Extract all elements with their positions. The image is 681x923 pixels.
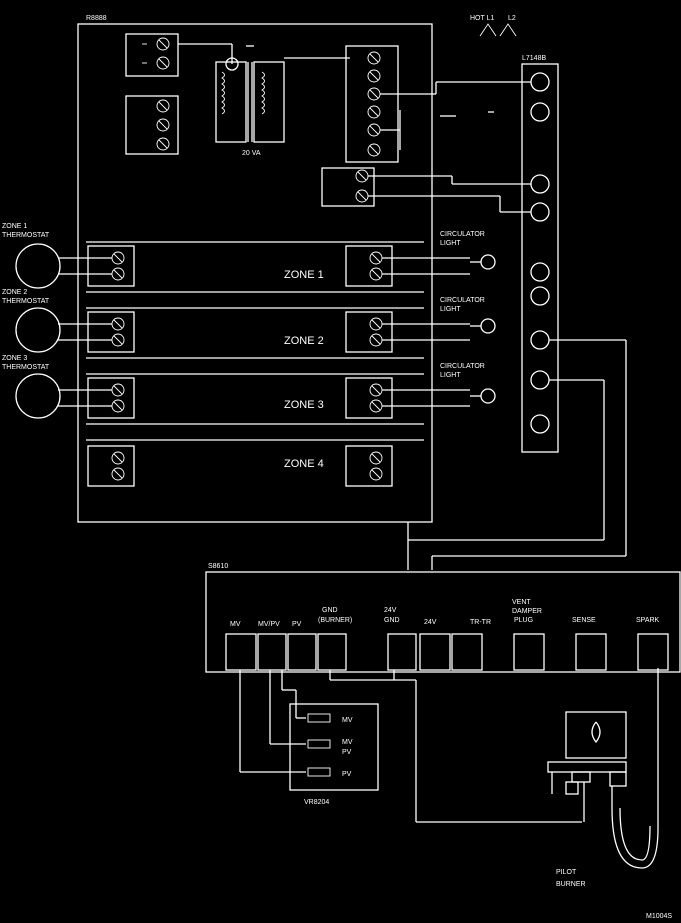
zone-row-4: ZONE 4 (86, 439, 424, 487)
circulator-1-label: CIRCULATOR (440, 231, 485, 238)
mvpv-terminal-label: MV/PV (258, 621, 280, 628)
zone-row-3: ZONE 3 (86, 373, 424, 425)
zone-3-thermostat-label: ZONE 3 (2, 355, 27, 362)
ignition-module-label: S8610 (208, 563, 228, 570)
l2-label: L2 (508, 15, 516, 22)
control-wiring (407, 380, 626, 570)
vent-damper-label: VENT (512, 599, 531, 606)
thermostat-terminal-block (321, 167, 432, 207)
power-terminal-block (125, 33, 179, 77)
gas-valve: MV MV PV PV VR8204 (289, 703, 379, 806)
hot-l1-label: HOT L1 (470, 15, 494, 22)
mv-terminal-label: MV (230, 621, 241, 628)
gnd-terminal-sublabel: (BURNER) (318, 617, 352, 624)
zone-1-label: ZONE 1 (284, 269, 324, 281)
pv-terminal-label: PV (292, 621, 302, 628)
valve-mvpv-label: MV (342, 739, 353, 746)
valve-mv-label: MV (342, 717, 353, 724)
circulator-light-1: CIRCULATOR LIGHT (382, 231, 496, 275)
gas-valve-label: VR8204 (304, 799, 329, 806)
aux-terminal-block (125, 95, 179, 155)
gas-valve-wiring (239, 670, 582, 823)
zone-2-label: ZONE 2 (284, 335, 324, 347)
zone-3-thermostat-sublabel: THERMOSTAT (2, 364, 50, 371)
valve-pv-label: PV (342, 771, 352, 778)
zone-4-label: ZONE 4 (284, 458, 324, 470)
24v-gnd-terminal-label: 24V (384, 607, 397, 614)
power-supply-symbol: HOT L1 L2 (470, 15, 517, 37)
zone-3-label: ZONE 3 (284, 399, 324, 411)
drawing-number: M1004S (646, 913, 672, 920)
zone-2-thermostat-sublabel: THERMOSTAT (2, 298, 50, 305)
circulator-light-3: CIRCULATOR LIGHT (382, 363, 496, 407)
pilot-burner-sublabel: BURNER (556, 881, 586, 888)
circulator-2-sublabel: LIGHT (440, 306, 461, 313)
sense-terminal-label: SENSE (572, 617, 596, 624)
zone-control-panel: R8888 20 VA (77, 15, 433, 523)
gnd-terminal-label: GND (322, 607, 338, 614)
zone-1-thermostat-sublabel: THERMOSTAT (2, 232, 50, 239)
aquastat-label: L7148B (522, 55, 546, 62)
transformer: 20 VA (178, 43, 350, 157)
circulator-light-2: CIRCULATOR LIGHT (382, 297, 496, 341)
circulator-2-label: CIRCULATOR (440, 297, 485, 304)
vent-damper-sublabel: DAMPER (512, 608, 542, 615)
24v-gnd-terminal-sublabel: GND (384, 617, 400, 624)
ignition-module: S8610 MV MV/PV PV GND (BURNER) 24V GND 2… (205, 563, 681, 673)
pilot-burner-label: PILOT (556, 869, 577, 876)
circulator-3-sublabel: LIGHT (440, 372, 461, 379)
vent-damper-sublabel-2: PLUG (514, 617, 533, 624)
tr-terminal-label: TR-TR (470, 619, 491, 626)
24v-terminal-label: 24V (424, 619, 437, 626)
zone-3-thermostat: ZONE 3 THERMOSTAT (2, 355, 112, 419)
zone-1-thermostat: ZONE 1 THERMOSTAT (2, 223, 112, 289)
circulator-3-label: CIRCULATOR (440, 363, 485, 370)
terminal-strip-top (345, 45, 432, 163)
transformer-label: 20 VA (242, 150, 261, 157)
pilot-burner: PILOT BURNER (547, 668, 659, 888)
valve-mvpv-sublabel: PV (342, 749, 352, 756)
zone-2-thermostat-label: ZONE 2 (2, 289, 27, 296)
zone-2-thermostat: ZONE 2 THERMOSTAT (2, 289, 112, 353)
spark-terminal-label: SPARK (636, 617, 660, 624)
circulator-1-sublabel: LIGHT (440, 240, 461, 247)
panel-label: R8888 (86, 15, 107, 22)
aquastat-controller: L7148B (432, 55, 627, 556)
zone-1-thermostat-label: ZONE 1 (2, 223, 27, 230)
